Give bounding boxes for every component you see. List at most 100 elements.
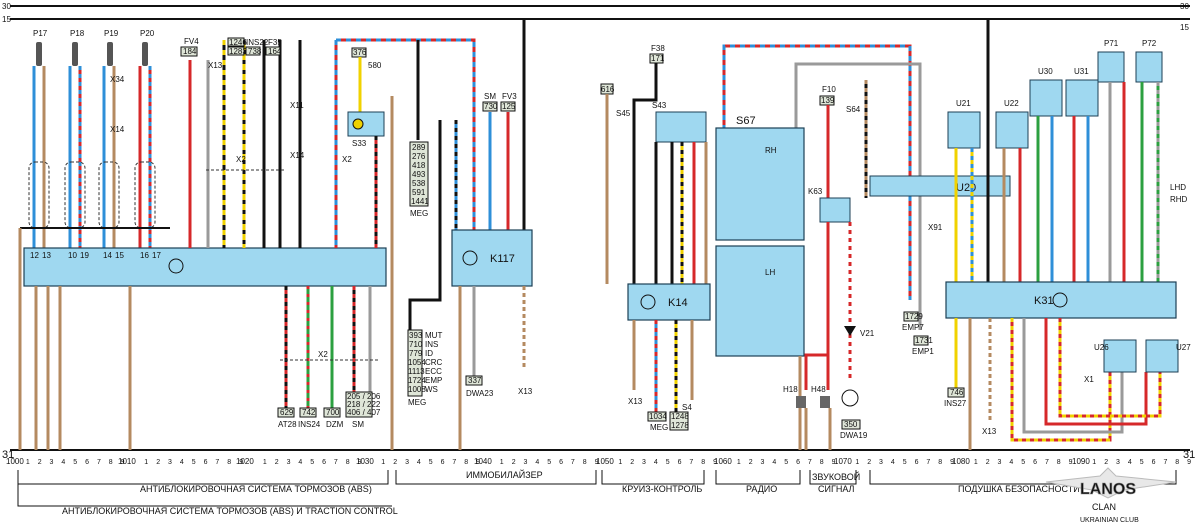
scale-tick: 9 [476,459,480,466]
k117-name-6: WS [425,385,438,394]
meg1-code-3: 493 [412,170,426,179]
abs-pin-15: 15 [115,251,124,260]
abs-module-icon [168,258,184,274]
scale-tick: 6 [204,459,208,466]
section-airbag: ПОДУШКА БЕЗОПАСНОСТИ [958,484,1080,494]
k117-code-0: 393 [409,331,423,340]
scale-tick: 2 [867,459,871,466]
k14-module-icon [640,294,656,310]
horn-h18-icon [796,396,806,408]
immobilizer-section: 376 580 S33 X2 289 276 418 493 538 591 1… [334,19,533,450]
sensor-wires [32,66,152,248]
scale-tick: 7 [926,459,930,466]
abs-pin-17: 17 [152,251,161,260]
meg1-code-6: 1441 [411,197,429,206]
abs-out-1-name: INS24 [298,420,321,429]
switch-s43-body [655,111,707,143]
scale-tick: 9 [239,459,243,466]
k14-out-box [669,411,689,431]
scale-tick: 8 [464,459,468,466]
scale-tick: 1 [144,459,148,466]
scale-tick: 9 [713,459,717,466]
scale-tick: 8 [938,459,942,466]
emp1-box [913,335,929,346]
airbag-u26-label: U26 [1094,343,1109,352]
s33-lamp-icon [352,118,364,130]
k117-output-block: 393 710 779 1054 1113 1724 1008 MUT INS … [407,329,443,407]
scale-tick: 5 [903,459,907,466]
k117-name-2: ID [425,349,433,358]
ins22-num3: 738 [248,47,262,56]
scale-tick: 9 [1187,459,1191,466]
k14-meg-box [647,411,667,422]
section-horn-line2: СИГНАЛ [818,484,855,494]
k117-meg: MEG [408,398,426,407]
scale-1020: 1020 [236,457,254,466]
emp7-box [903,311,919,322]
abs-pin-10: 10 [68,251,77,260]
abs-output-boxes: 629 AT28 742 INS24 700 DZM 205 / 206 218… [277,391,381,429]
connector-x13-abs: X13 [208,61,223,70]
k31-label: K31 [1034,295,1054,307]
meg1-code-0: 289 [412,143,426,152]
fv3-num: 125 [502,102,516,111]
scale-tick: 7 [452,459,456,466]
scale-tick: 8 [227,459,231,466]
scale-tick: 5 [192,459,196,466]
k14-label: K14 [668,297,688,309]
k117-code-4: 1113 [408,367,425,376]
k14-n1278: 1278 [671,421,689,430]
diode-v21-label: V21 [860,329,875,338]
radio-rh-label: RH [765,146,777,155]
k117-code-6: 1008 [408,385,426,394]
scale-tick: 7 [571,459,575,466]
scale-1050: 1050 [596,457,614,466]
k117-code-2: 779 [409,349,423,358]
s33-fuse-num: 376 [353,48,367,57]
emp7-label: EMP7 [902,323,924,332]
ins22-box-2 [227,46,245,56]
scale-tick: 3 [761,459,765,466]
scale-1010: 1010 [118,457,136,466]
emp1-label: EMP1 [912,347,934,356]
scale-tick: 2 [275,459,279,466]
section-radio: РАДИО [746,484,777,494]
k117-name-5: EMP [425,376,442,385]
fuse-f35: F35 [268,38,282,47]
sensor-u22: U22 [1004,99,1019,108]
lanos-clan-logo: LANOS CLAN UKRAINIAN CLUB [1045,467,1177,524]
scale-tick: 8 [701,459,705,466]
sensor-p19: P19 [104,29,119,38]
section-horn-line1: ЗВУКОВОЙ [812,471,860,482]
switch-s45: S45 [616,109,631,118]
scale-tick: 1 [1092,459,1096,466]
sensor-u31: U31 [1074,67,1089,76]
scale-1070: 1070 [834,457,852,466]
scale-tick: 2 [986,459,990,466]
emp1-num: 1731 [915,336,933,345]
scale-tick: 9 [950,459,954,466]
scale-tick: 4 [298,459,302,466]
airbag-u27 [1145,339,1179,373]
scale-tick: 2 [512,459,516,466]
meg1-code-1: 276 [412,152,426,161]
scale-tick: 5 [429,459,433,466]
section-abs: АНТИБЛОКИРОВОЧНАЯ СИСТЕМА ТОРМОЗОВ (ABS) [140,484,372,494]
abs-module [23,247,387,287]
connector-x14b: X14 [290,151,305,160]
sensor-u21: U21 [956,99,971,108]
box-616-num: 616 [601,85,615,94]
abs-out-4-num: 218 / 222 [347,400,381,409]
k117-module-icon [462,250,478,266]
connector-x91: X91 [928,223,943,232]
scale-tick: 6 [322,459,326,466]
scale-tick: 2 [1104,459,1108,466]
horn-section: F10 139 S64 K63 V21 350 DWA19 H18 H48 [783,80,875,450]
s33-wire-580: 580 [368,61,382,70]
f35-num: 164 [268,47,282,56]
scale-tick: 2 [393,459,397,466]
scale-tick: 2 [749,459,753,466]
k14-s4: S4 [682,403,692,412]
sensor-p72: P72 [1142,39,1157,48]
scale-tick: 9 [832,459,836,466]
